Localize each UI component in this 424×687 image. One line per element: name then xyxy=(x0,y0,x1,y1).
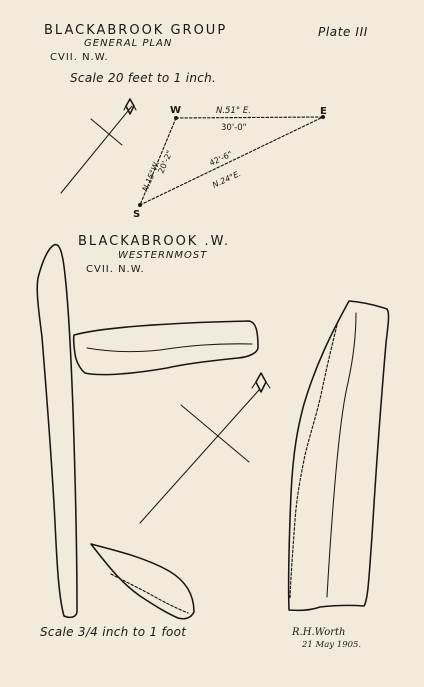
west-east-distance: 30'-0" xyxy=(221,123,247,133)
lower-meridian-line xyxy=(139,389,260,524)
surveyor-signature: R.H.Worth xyxy=(292,627,346,638)
top-meridian-line xyxy=(60,105,133,194)
lower-arrow-head xyxy=(255,372,267,393)
right-stone-crack-line xyxy=(289,320,339,599)
right-stone-inner-line xyxy=(326,312,357,598)
east-stone-point xyxy=(321,115,325,119)
bottom-stone-broken-edge xyxy=(110,573,189,614)
west-east-line xyxy=(175,116,324,119)
upper-middle-stone-edge xyxy=(86,343,253,353)
top-cross-line xyxy=(90,118,123,146)
right-tall-stone xyxy=(287,300,390,612)
top-north-arrow xyxy=(60,98,137,194)
tall-left-stone xyxy=(36,243,78,619)
top-arrow-head xyxy=(125,98,135,115)
south-point-label: S xyxy=(133,209,140,220)
west-stone-point xyxy=(174,116,178,120)
general-plan-triangle: W E S N.51° E. 30'-0" N.15°W. 20'-2" 42'… xyxy=(133,105,327,220)
lower-scale: Scale 3/4 inch to 1 foot xyxy=(40,625,187,639)
westernmost-stone-plan xyxy=(36,243,390,620)
lower-sheet-reference: CVII. N.W. xyxy=(86,264,145,275)
general-plan-subtitle: GENERAL PLAN xyxy=(84,38,173,49)
west-east-bearing: N.51° E. xyxy=(216,106,251,116)
west-south-bearing: N.15°W. xyxy=(141,159,162,192)
plate-number: Plate III xyxy=(318,25,368,39)
lower-north-arrow xyxy=(139,372,271,524)
east-point-label: E xyxy=(320,106,327,117)
south-east-bearing: N.24°E. xyxy=(211,169,242,190)
westernmost-title: BLACKABROOK .W. xyxy=(78,234,231,249)
survey-date: 21 May 1905. xyxy=(302,640,362,650)
lower-arrow-feather xyxy=(251,381,271,389)
top-arrow-feather xyxy=(123,105,137,111)
upper-middle-stone xyxy=(72,320,259,376)
lower-cross-line xyxy=(180,404,250,463)
bottom-curved-stone xyxy=(90,543,195,620)
south-east-distance: 42'-6" xyxy=(208,149,234,167)
south-east-line xyxy=(139,116,324,206)
top-scale: Scale 20 feet to 1 inch. xyxy=(70,71,217,85)
south-stone-point xyxy=(138,203,142,207)
west-south-line xyxy=(139,117,177,206)
westernmost-subtitle: WESTERNMOST xyxy=(118,250,208,261)
group-title: BLACKABROOK GROUP xyxy=(44,23,228,38)
top-sheet-reference: CVII. N.W. xyxy=(50,52,109,63)
west-point-label: W xyxy=(170,105,181,116)
